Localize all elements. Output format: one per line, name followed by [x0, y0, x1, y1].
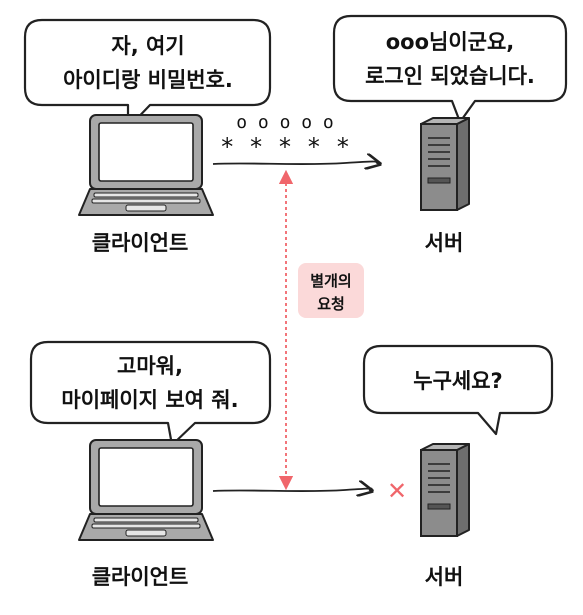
top-server-caption: 서버 — [425, 231, 464, 255]
credential-id-mask: o o o o o — [236, 112, 334, 133]
top-laptop-icon — [78, 114, 214, 216]
rejected-x-icon: ✕ — [387, 477, 407, 505]
bottom-laptop-icon — [78, 439, 214, 541]
bottom-server-bubble-line1: 누구세요? — [413, 369, 502, 393]
bottom-client-bubble-line2: 마이페이지 보여 줘. — [61, 388, 238, 412]
top-server-icon — [420, 117, 470, 211]
bottom-request-arrow — [212, 488, 372, 491]
top-client-bubble-line2: 아이디랑 비밀번호. — [63, 68, 233, 92]
bottom-server-caption: 서버 — [425, 565, 464, 589]
top-server-bubble-line2: 로그인 되었습니다. — [365, 64, 535, 88]
bottom-server-icon — [420, 443, 470, 537]
separate-request-label: 별개의 요청 — [298, 263, 364, 318]
credential-password-mask: * * * * * — [220, 133, 350, 161]
bottom-client-caption: 클라이언트 — [92, 565, 189, 589]
top-client-caption: 클라이언트 — [92, 231, 189, 255]
top-client-bubble-line1: 자, 여기 — [111, 34, 184, 58]
separate-request-line1: 별개의 — [310, 272, 351, 290]
top-client-speech-bubble: 자, 여기 아이디랑 비밀번호. — [23, 18, 272, 130]
separate-request-line2: 요청 — [317, 295, 345, 313]
top-request-arrow — [212, 161, 380, 164]
bottom-client-bubble-line1: 고마워, — [117, 354, 183, 378]
top-server-bubble-line1: ooo님이군요, — [386, 30, 515, 54]
bottom-server-speech-bubble: 누구세요? — [362, 344, 554, 436]
top-server-speech-bubble: ooo님이군요, 로그인 되었습니다. — [332, 14, 568, 124]
bottom-client-speech-bubble: 고마워, 마이페이지 보여 줘. — [29, 340, 272, 447]
